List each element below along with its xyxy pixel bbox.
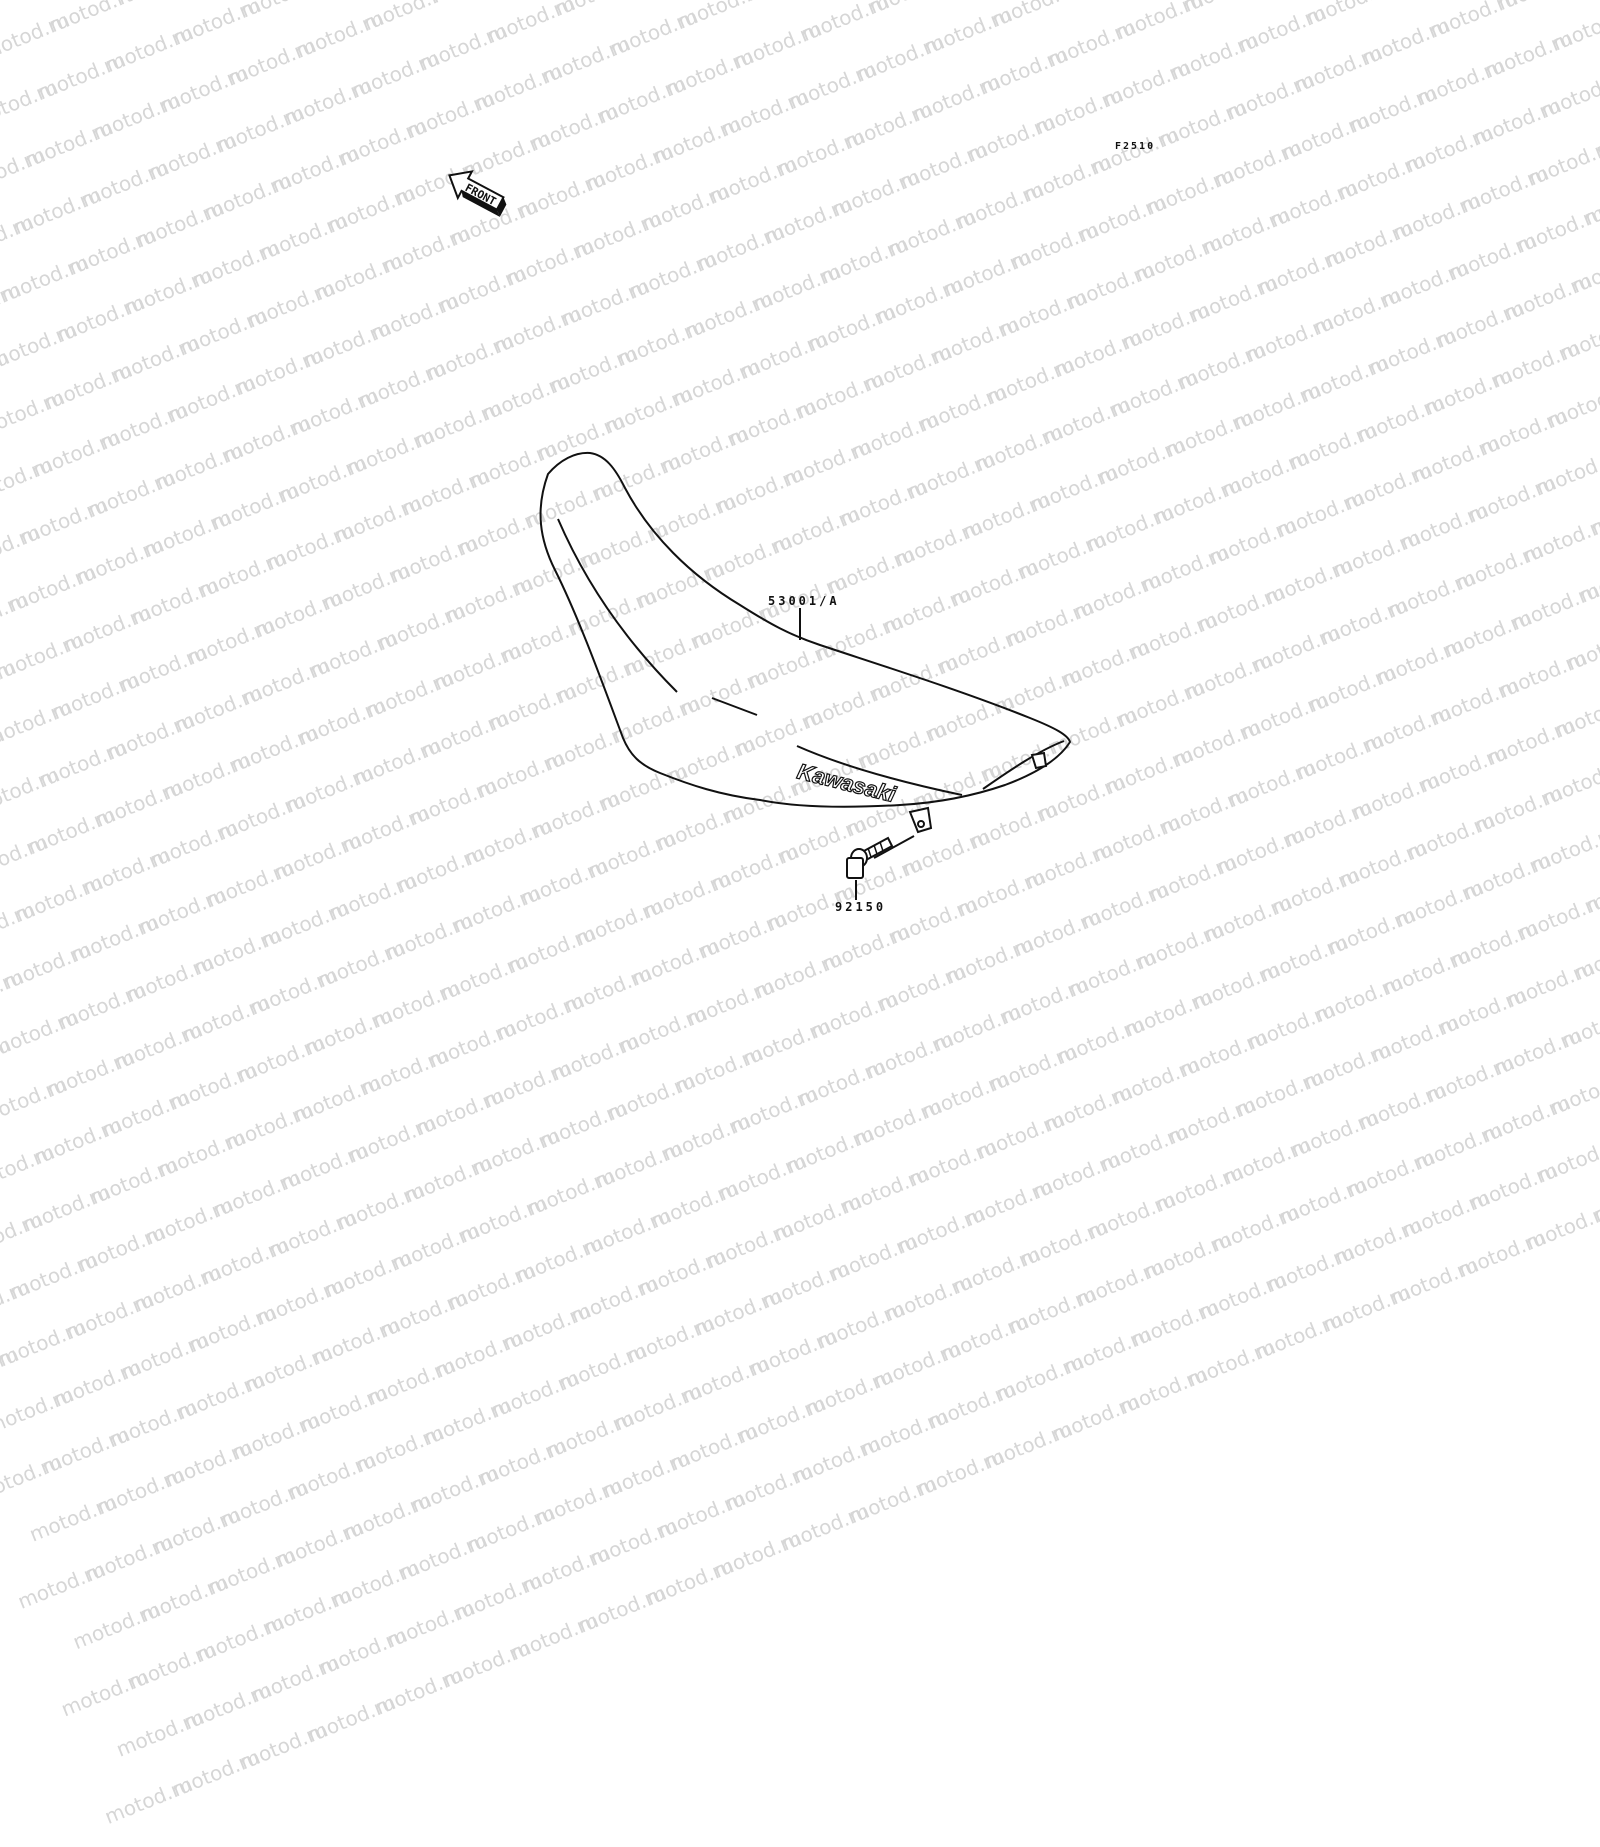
bolt-part[interactable]	[846, 836, 894, 879]
seat-diagram: FRONT Kawasaki	[448, 170, 1072, 900]
front-arrow-icon: FRONT	[448, 170, 507, 217]
part-number-bolt[interactable]: 92150	[835, 900, 887, 914]
part-number-seat[interactable]: 53001/A	[768, 594, 840, 608]
bolt-arrow-line	[873, 835, 915, 859]
seat-part[interactable]	[539, 451, 1072, 808]
figure-code-label: F2510	[1115, 141, 1156, 152]
mounting-tab	[908, 751, 1048, 834]
